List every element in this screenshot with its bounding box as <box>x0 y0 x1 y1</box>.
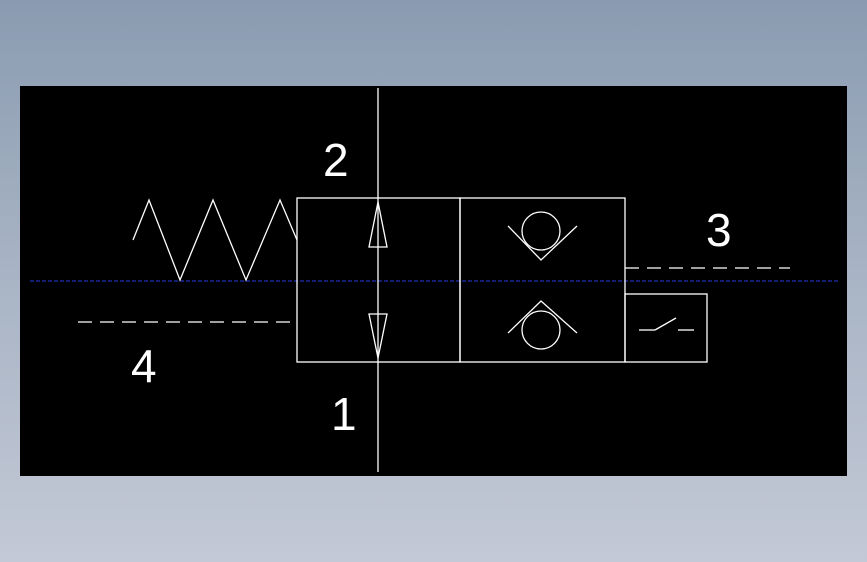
port-label-2: 2 <box>323 134 349 186</box>
port-label-3: 3 <box>706 204 732 256</box>
check-valve-icon <box>507 211 578 261</box>
check-valve-icon <box>507 300 578 350</box>
arrow-down-icon <box>368 313 388 359</box>
switch-box <box>624 293 708 363</box>
port-label-1: 1 <box>331 388 357 440</box>
valve-position-right <box>459 197 626 363</box>
port-label-4: 4 <box>131 340 157 392</box>
spring-icon <box>132 198 298 282</box>
switch-icon <box>639 317 694 331</box>
arrow-up-icon <box>368 201 388 248</box>
